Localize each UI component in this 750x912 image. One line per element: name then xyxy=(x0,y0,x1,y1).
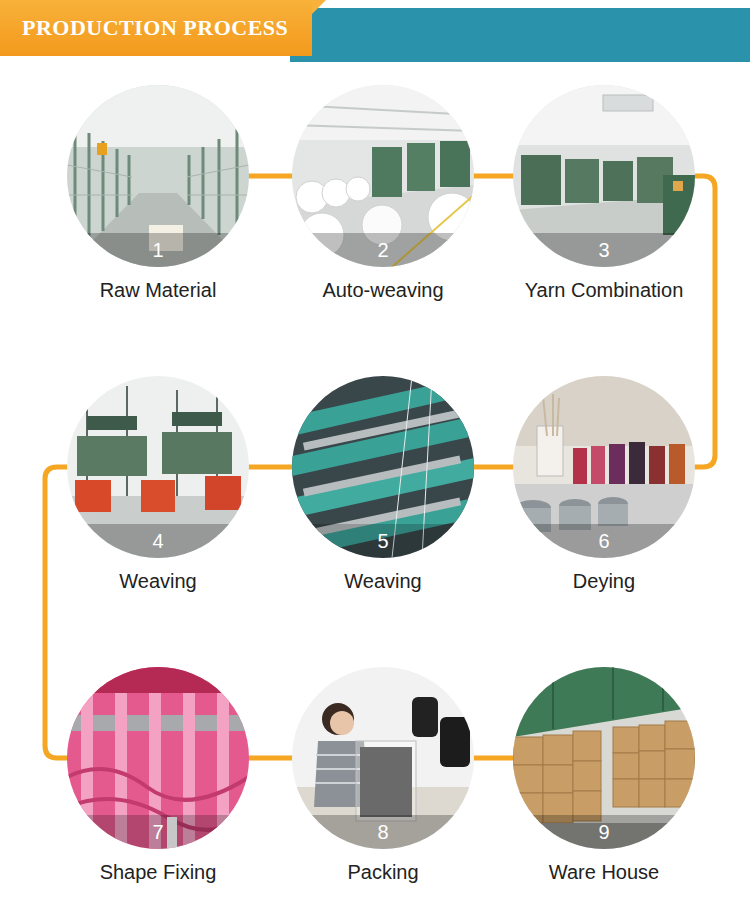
step-number: 5 xyxy=(292,529,474,553)
step-number: 2 xyxy=(292,238,474,262)
step-number: 9 xyxy=(513,820,695,844)
header-tab-corner xyxy=(312,0,326,14)
step-caption: Raw Material xyxy=(17,277,299,303)
process-step-circle: 4Weaving xyxy=(67,376,249,558)
step-caption: Yarn Combination xyxy=(463,277,745,303)
process-step-circle: 2Auto-weaving xyxy=(292,85,474,267)
photo-shape-fixing xyxy=(67,667,249,849)
photo-yarn-combination xyxy=(513,85,695,267)
process-step-circle: 6Deying xyxy=(513,376,695,558)
header-band xyxy=(290,8,750,62)
photo-weaving-bands xyxy=(292,376,474,558)
flow-connector xyxy=(474,465,513,470)
step-number: 1 xyxy=(67,238,249,262)
flow-connector xyxy=(249,465,292,470)
step-caption: Ware House xyxy=(463,859,745,885)
step-caption: Weaving xyxy=(242,568,524,594)
process-step-circle: 5Weaving xyxy=(292,376,474,558)
photo-dyeing xyxy=(513,376,695,558)
process-step-circle: 9Ware House xyxy=(513,667,695,849)
step-caption: Weaving xyxy=(17,568,299,594)
step-number: 7 xyxy=(67,820,249,844)
photo-raw-material xyxy=(67,85,249,267)
process-step-circle: 7Shape Fixing xyxy=(67,667,249,849)
step-number: 3 xyxy=(513,238,695,262)
flow-connector xyxy=(474,174,513,179)
step-caption: Deying xyxy=(463,568,745,594)
flow-connector xyxy=(249,756,292,761)
process-step-circle: 1Raw Material xyxy=(67,85,249,267)
step-number: 4 xyxy=(67,529,249,553)
header-tab: PRODUCTION PROCESS xyxy=(0,0,312,56)
flow-connector xyxy=(45,467,67,758)
step-number: 8 xyxy=(292,820,474,844)
diagram-title: PRODUCTION PROCESS xyxy=(22,14,288,42)
flow-connector xyxy=(249,174,292,179)
step-caption: Auto-weaving xyxy=(242,277,524,303)
step-caption: Packing xyxy=(242,859,524,885)
process-step-circle: 3Yarn Combination xyxy=(513,85,695,267)
photo-auto-weaving xyxy=(292,85,476,267)
flow-connector xyxy=(695,176,715,467)
photo-warehouse xyxy=(513,667,695,849)
photo-packing xyxy=(292,667,474,849)
step-caption: Shape Fixing xyxy=(17,859,299,885)
step-number: 6 xyxy=(513,529,695,553)
photo-weaving-machines xyxy=(67,376,249,558)
flow-connector xyxy=(474,756,513,761)
process-step-circle: 8Packing xyxy=(292,667,474,849)
